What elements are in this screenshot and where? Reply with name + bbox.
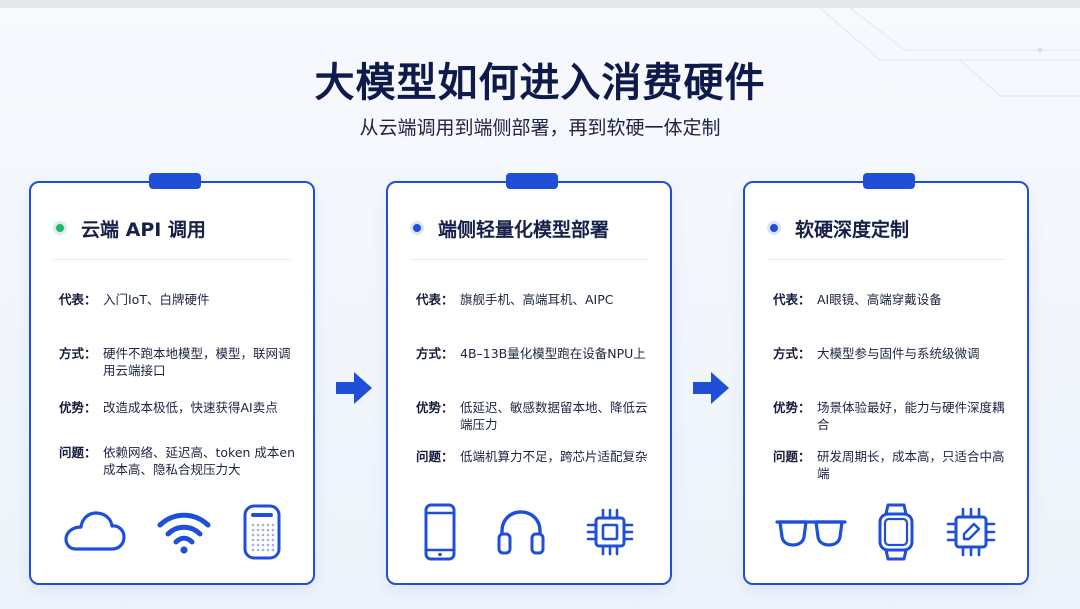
row-label: 优势： xyxy=(59,400,97,415)
chip-icon xyxy=(586,508,633,556)
headphones-icon xyxy=(497,510,545,555)
row-label: 优势： xyxy=(773,400,811,415)
card-header: 端侧轻量化模型部署 xyxy=(410,213,648,243)
divider xyxy=(53,259,291,260)
smartphone-icon xyxy=(424,503,456,561)
row-value: 低端机算力不足，跨芯片适配复杂 xyxy=(460,449,648,464)
row-value: 依赖网络、延迟高、token 成本en成本高、隐私合规压力大 xyxy=(103,445,296,477)
row-method: 方式： 4B–13B量化模型跑在设备NPU上 xyxy=(416,345,654,362)
icon-row xyxy=(47,501,297,563)
row-value: 低延迟、敏感数据留本地、降低云端压力 xyxy=(460,400,648,432)
arrow-right-icon xyxy=(336,372,372,404)
row-value: AI眼镜、高端穿戴设备 xyxy=(817,292,942,307)
row-label: 问题： xyxy=(59,445,97,460)
row-value: 旗舰手机、高端耳机、AIPC xyxy=(460,292,614,307)
row-advantage: 优势： 改造成本极低，快速获得AI卖点 xyxy=(59,399,297,416)
card-header: 软硬深度定制 xyxy=(767,213,1005,243)
row-value: 入门IoT、白牌硬件 xyxy=(103,292,210,307)
row-problem: 问题： 研发周期长，成本高，只适合中高端 xyxy=(773,448,1011,482)
status-dot xyxy=(767,221,781,235)
row-problem: 问题： 低端机算力不足，跨芯片适配复杂 xyxy=(416,448,654,465)
row-representative: 代表： 入门IoT、白牌硬件 xyxy=(59,291,297,308)
row-label: 方式： xyxy=(773,346,811,361)
glasses-icon xyxy=(775,520,847,547)
card-header: 云端 API 调用 xyxy=(53,213,291,243)
row-method: 方式： 大模型参与固件与系统级微调 xyxy=(773,345,1011,362)
card-title: 云端 API 调用 xyxy=(81,218,206,241)
row-label: 方式： xyxy=(59,346,97,361)
page-subtitle: 从云端调用到端侧部署，再到软硬一体定制 xyxy=(359,117,721,139)
row-value: 大模型参与固件与系统级微调 xyxy=(817,346,980,361)
divider xyxy=(410,259,648,260)
row-label: 代表： xyxy=(773,292,811,307)
card-tab xyxy=(863,173,915,189)
smart-speaker-icon xyxy=(243,504,281,560)
arrow-right-icon xyxy=(693,372,729,404)
card-title: 软硬深度定制 xyxy=(795,218,910,241)
smartwatch-icon xyxy=(878,503,914,561)
card-tab xyxy=(149,173,201,189)
status-dot xyxy=(410,221,424,235)
row-problem: 问题： 依赖网络、延迟高、token 成本en成本高、隐私合规压力大 xyxy=(59,444,297,478)
row-value: 4B–13B量化模型跑在设备NPU上 xyxy=(460,346,646,361)
status-dot xyxy=(53,221,67,235)
row-label: 优势： xyxy=(416,400,454,415)
card-title: 端侧轻量化模型部署 xyxy=(438,218,610,241)
custom-chip-icon xyxy=(946,507,995,557)
icon-row xyxy=(761,501,1011,563)
card-tab xyxy=(506,173,558,189)
row-label: 方式： xyxy=(416,346,454,361)
card-edge-deployment: 端侧轻量化模型部署 代表： 旗舰手机、高端耳机、AIPC 方式： 4B–13B量… xyxy=(386,173,672,585)
wifi-icon xyxy=(157,512,211,554)
row-representative: 代表： 旗舰手机、高端耳机、AIPC xyxy=(416,291,654,308)
row-method: 方式： 硬件不跑本地模型，模型，联网调用云端接口 xyxy=(59,345,297,379)
row-label: 问题： xyxy=(773,449,811,464)
row-label: 问题： xyxy=(416,449,454,464)
row-value: 硬件不跑本地模型，模型，联网调用云端接口 xyxy=(103,346,291,378)
row-advantage: 优势： 场景体验最好，能力与硬件深度耦合 xyxy=(773,399,1011,433)
top-band xyxy=(0,0,1080,8)
row-value: 场景体验最好，能力与硬件深度耦合 xyxy=(817,400,1005,432)
divider xyxy=(767,259,1005,260)
row-label: 代表： xyxy=(416,292,454,307)
card-deep-customization: 软硬深度定制 代表： AI眼镜、高端穿戴设备 方式： 大模型参与固件与系统级微调… xyxy=(743,173,1029,585)
row-advantage: 优势： 低延迟、敏感数据留本地、降低云端压力 xyxy=(416,399,654,433)
icon-row xyxy=(404,501,654,563)
card-cloud-api: 云端 API 调用 代表： 入门IoT、白牌硬件 方式： 硬件不跑本地模型，模型… xyxy=(29,173,315,585)
cloud-icon xyxy=(64,511,126,551)
row-value: 研发周期长，成本高，只适合中高端 xyxy=(817,449,1005,481)
row-label: 代表： xyxy=(59,292,97,307)
row-representative: 代表： AI眼镜、高端穿戴设备 xyxy=(773,291,1011,308)
page-title: 大模型如何进入消费硬件 xyxy=(314,60,766,106)
row-value: 改造成本极低，快速获得AI卖点 xyxy=(103,400,278,415)
